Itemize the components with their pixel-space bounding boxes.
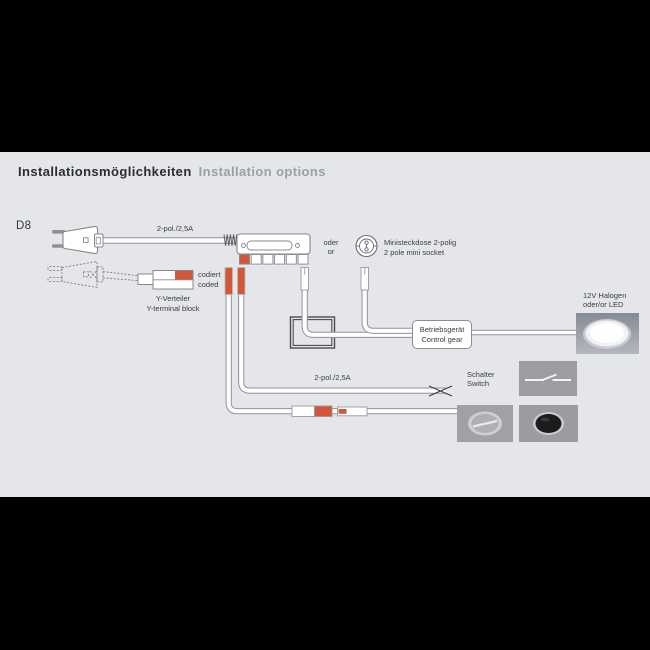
- optional-plug-icon: [47, 260, 138, 289]
- model-label: D8: [16, 220, 32, 232]
- top-cable-label: 2-pol./2,5A: [156, 223, 194, 233]
- mains-plug-icon: [52, 226, 104, 254]
- cable-to-recessed-switch: [225, 270, 458, 415]
- halogen-lamp-icon: [583, 319, 631, 349]
- page-title-de: Installationsmöglichkeiten: [18, 164, 192, 179]
- page-title-en: Installation options: [198, 164, 326, 179]
- coded-connector-a: [224, 267, 233, 295]
- inline-coded-connector: [291, 405, 368, 417]
- control-gear-box: Betriebsgerät Control gear: [412, 320, 472, 349]
- terminal-block: [236, 233, 311, 255]
- y-terminal-label: Y-Verteiler Y-terminal block: [146, 294, 200, 313]
- mini-socket-label: Ministeckdose 2-polig 2 pole mini socket: [384, 238, 457, 257]
- black-switch-icon: [533, 412, 564, 435]
- lamp-label: 12V Halogen oder/or LED: [583, 290, 627, 310]
- switch-symbol-image: [519, 361, 577, 396]
- white-connector-minisocket: [360, 267, 369, 291]
- recessed-switch-icon: [468, 411, 502, 436]
- black-switch-image: [519, 405, 578, 442]
- strain-relief-coil-icon: [223, 234, 238, 246]
- cable-to-switch-cut: [238, 270, 446, 394]
- cable-to-control-gear-2: [361, 270, 414, 334]
- switch-label: Schalter Switch: [467, 369, 495, 389]
- coded-connector-b: [237, 267, 246, 295]
- coded-label: codiert coded: [198, 270, 221, 289]
- switch-symbol-icon: [525, 373, 571, 381]
- recessed-switch-image: [457, 405, 513, 442]
- y-terminal-connector: [137, 270, 194, 290]
- or-label: oder or: [323, 237, 339, 257]
- halogen-lamp-image: [576, 313, 639, 354]
- white-connector-block: [300, 267, 309, 291]
- cut-mark-icon: [428, 385, 453, 397]
- page-title: Installationsmöglichkeiten Installation o…: [18, 164, 326, 179]
- terminal-sockets: [239, 254, 309, 265]
- mini-socket-icon: [355, 234, 378, 258]
- cable-to-control-gear-1: [301, 270, 414, 338]
- bottom-cable-label: 2-pol./2,5A: [314, 372, 351, 382]
